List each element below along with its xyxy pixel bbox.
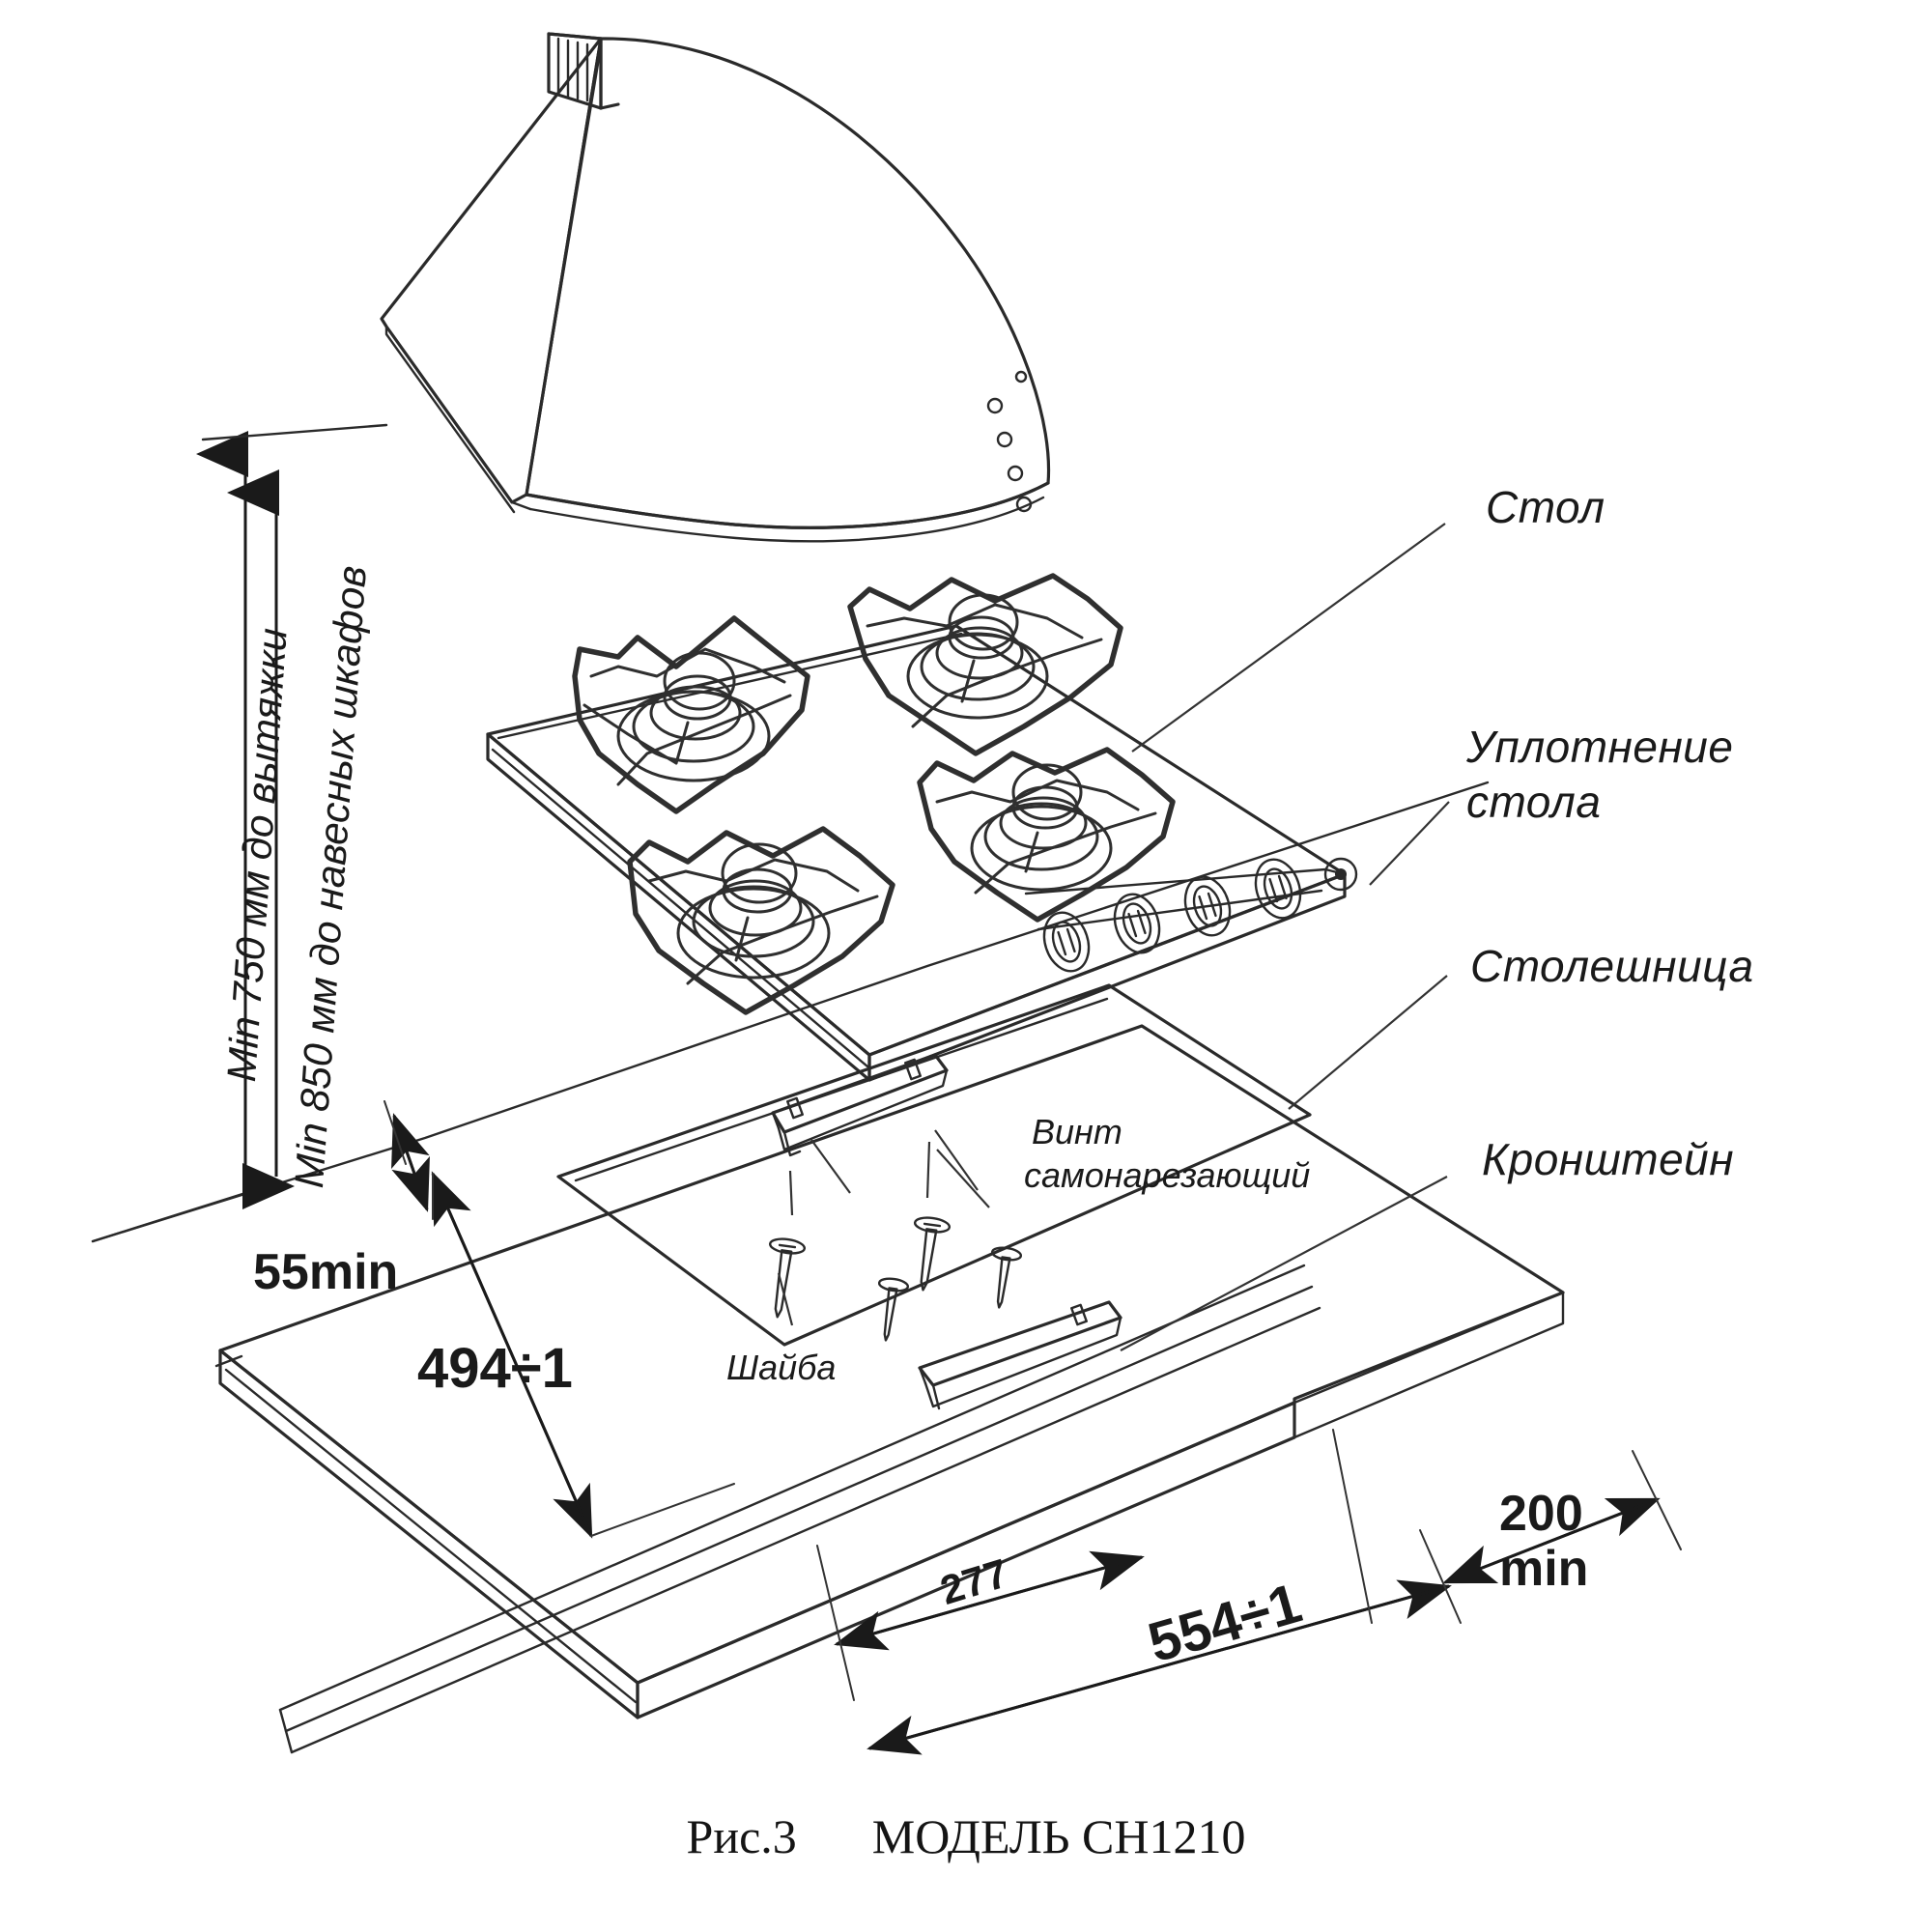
caption-number: Рис.3 [686,1809,797,1863]
hood-assembly [380,32,1051,543]
callout-stola: стола [1466,777,1602,827]
callout-stoleshnica: Столешница [1470,941,1754,991]
grate-back-right [847,573,1123,756]
figure-caption: Рис.3 МОДЕЛЬ CH1210 [0,1808,1932,1864]
label-washer: Шайба [726,1348,837,1387]
dim-55min [384,1100,430,1212]
dimension-55min: 55min [253,1244,399,1300]
leader-stol [1131,523,1446,753]
grate-back-left [572,615,810,814]
height-dimension-hood [196,423,388,1209]
caption-model: МОДЕЛЬ CH1210 [871,1809,1246,1863]
callout-stol: Стол [1486,482,1605,532]
screws [768,1216,1023,1342]
grate-front-right [917,747,1176,923]
dimension-494: 494÷1 [417,1337,573,1400]
dim-200min [1419,1450,1682,1624]
bracket-bottom [918,1300,1122,1410]
hob-knobs [1042,857,1358,973]
dim-277 [816,1545,1145,1701]
grate-front-left [627,826,895,1015]
hood-control-dots [986,370,1033,513]
callout-uplotnenie: Уплотнение [1466,722,1734,772]
leader-stoleshnica [1288,975,1448,1110]
dimension-200: 200 [1499,1486,1583,1542]
dimension-200-unit: min [1499,1541,1589,1597]
countertop-assembly [214,983,1565,1754]
leader-uplotnenie [1369,801,1450,886]
dim-494 [431,1171,735,1539]
leader-kronshtein [1120,1176,1448,1351]
callout-kronshtein: Кронштейн [1482,1134,1735,1184]
bracket-top [771,1053,949,1157]
hob-assembly [486,573,1358,1082]
dim-554 [867,1429,1452,1755]
label-screw-line1: Винт [1032,1112,1122,1151]
label-screw-line2: самонарезающий [1024,1155,1311,1195]
